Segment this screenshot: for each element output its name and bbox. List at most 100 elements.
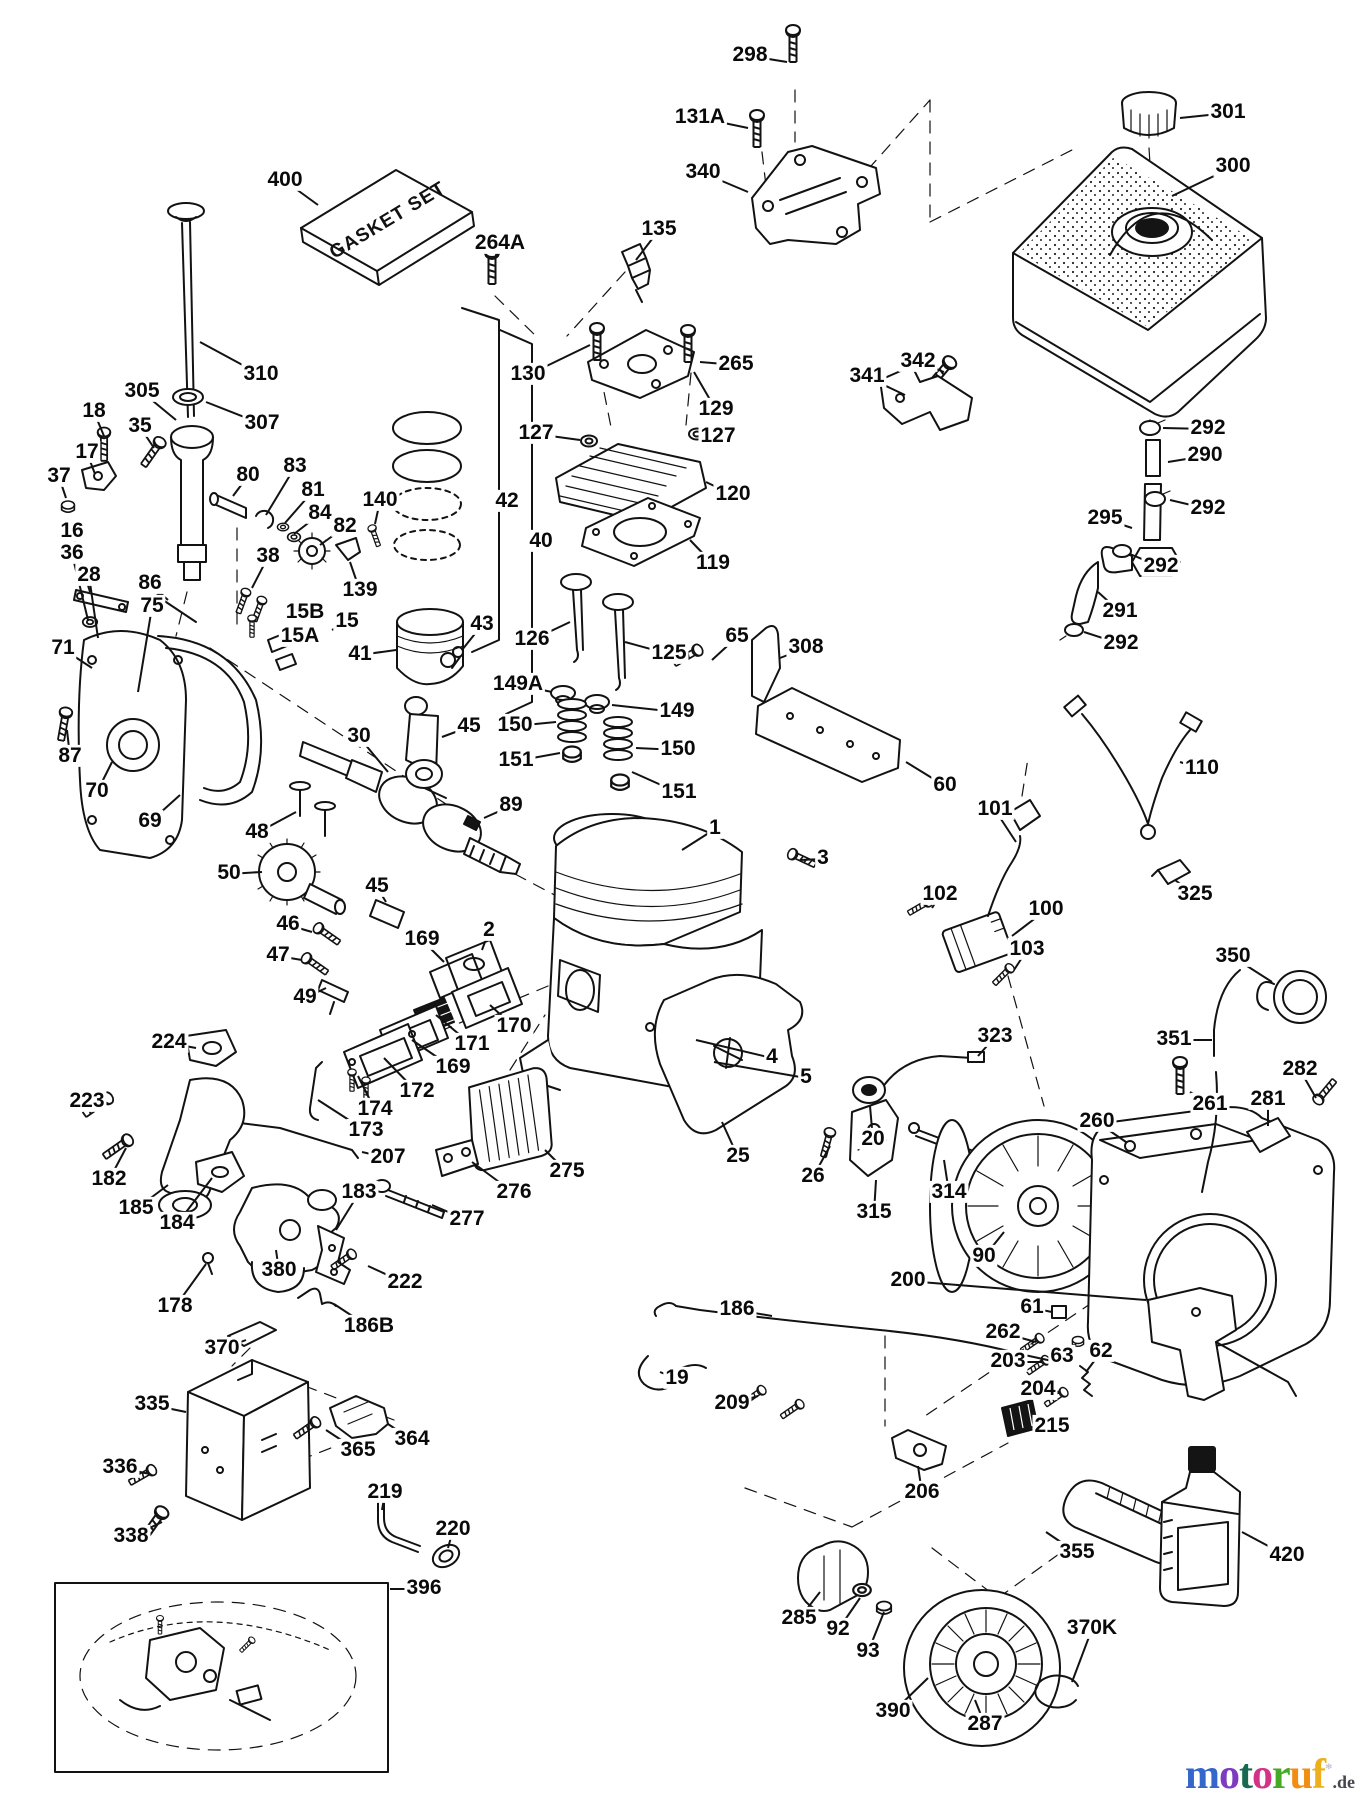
- part-label-178: 178: [155, 1293, 195, 1317]
- part-label-139: 139: [340, 577, 380, 601]
- connecting-rod: [404, 696, 443, 789]
- part-label-48: 48: [243, 819, 271, 843]
- part-label-93: 93: [854, 1638, 882, 1662]
- part-label-364: 364: [392, 1426, 432, 1450]
- part-label-130: 130: [508, 361, 548, 385]
- part-label-277: 277: [447, 1206, 487, 1230]
- retainer-clip-43: [451, 646, 464, 669]
- part-label-340: 340: [683, 159, 723, 183]
- piston-ring-set: [392, 307, 533, 715]
- part-label-220: 220: [433, 1516, 473, 1540]
- part-label-15: 15: [333, 608, 361, 632]
- valve-plate-265: [587, 329, 695, 399]
- part-label-110: 110: [1183, 755, 1221, 779]
- part-label-40: 40: [527, 528, 555, 552]
- site-logo[interactable]: motoruf*.de: [1185, 1754, 1355, 1796]
- governor-rod-207: [231, 1121, 359, 1159]
- part-label-120: 120: [713, 481, 753, 505]
- exhaust-valve-125: [602, 593, 634, 691]
- part-label-129: 129: [696, 396, 736, 420]
- governor-clamp-17: [81, 461, 117, 491]
- part-label-207: 207: [368, 1144, 408, 1168]
- oil-bottle: [1159, 1446, 1241, 1607]
- logo-wordmark: motoruf: [1185, 1752, 1326, 1798]
- part-label-15B: 15B: [283, 599, 327, 623]
- part-label-89: 89: [497, 792, 525, 816]
- valve-spring-150: [557, 698, 587, 743]
- part-label-350: 350: [1213, 943, 1253, 967]
- part-label-45: 45: [363, 873, 391, 897]
- part-label-119: 119: [694, 550, 732, 574]
- part-label-173: 173: [346, 1117, 386, 1141]
- part-label-338: 338: [111, 1523, 151, 1547]
- screen-ring-370K: [1034, 1674, 1079, 1709]
- terminal-325: [1151, 859, 1191, 885]
- part-label-300: 300: [1213, 153, 1253, 177]
- part-label-50: 50: [215, 860, 243, 884]
- part-label-204: 204: [1018, 1376, 1058, 1400]
- part-label-18: 18: [80, 398, 108, 422]
- part-label-224: 224: [149, 1029, 189, 1053]
- part-label-19: 19: [663, 1365, 691, 1389]
- part-label-292: 292: [1188, 495, 1228, 519]
- head-gasket-119: [581, 497, 701, 567]
- part-label-81: 81: [299, 477, 327, 501]
- intake-gasket-224: [185, 1029, 237, 1067]
- part-label-60: 60: [931, 772, 959, 796]
- part-label-215: 215: [1032, 1413, 1072, 1437]
- part-label-183: 183: [339, 1179, 379, 1203]
- part-label-30: 30: [345, 723, 373, 747]
- part-label-100: 100: [1026, 896, 1066, 920]
- part-label-396: 396: [404, 1575, 444, 1599]
- part-label-2: 2: [481, 917, 497, 941]
- inset-box-396: [54, 1582, 389, 1773]
- part-label-101: 101: [975, 796, 1015, 820]
- screw-178: [202, 1252, 214, 1275]
- part-label-206: 206: [902, 1479, 942, 1503]
- gasket-set-box: [300, 169, 475, 286]
- piston: [396, 608, 464, 686]
- part-label-125: 125: [649, 640, 689, 664]
- part-label-380: 380: [259, 1257, 299, 1281]
- part-label-63: 63: [1048, 1343, 1076, 1367]
- oil-dipper-49: [317, 979, 349, 1015]
- part-label-276: 276: [494, 1179, 534, 1203]
- part-label-400: 400: [265, 167, 305, 191]
- part-label-292: 292: [1188, 415, 1228, 439]
- starter-cup-285: [797, 1540, 869, 1612]
- part-label-370K: 370K: [1064, 1615, 1120, 1639]
- governor-gear-82: [293, 532, 331, 570]
- carburetor: [233, 1183, 340, 1293]
- key-89: [463, 815, 481, 831]
- part-label-290: 290: [1185, 442, 1225, 466]
- part-label-36: 36: [58, 540, 86, 564]
- intake-valve-126: [560, 573, 592, 663]
- part-label-131A: 131A: [672, 104, 728, 128]
- part-label-15A: 15A: [278, 623, 322, 647]
- part-label-172: 172: [397, 1078, 437, 1102]
- part-label-47: 47: [264, 942, 292, 966]
- ignition-coil: [941, 757, 1041, 973]
- part-label-135: 135: [639, 216, 679, 240]
- cylinder-head-bracket: [751, 145, 881, 245]
- part-label-42: 42: [493, 488, 521, 512]
- part-label-186B: 186B: [341, 1313, 397, 1337]
- air-box-335: [185, 1359, 311, 1521]
- part-label-315: 315: [854, 1199, 894, 1223]
- part-label-305: 305: [122, 378, 162, 402]
- muffler: [468, 1067, 553, 1172]
- spark-plug: [621, 243, 651, 303]
- engine-block: [519, 813, 791, 1094]
- part-label-169: 169: [402, 926, 442, 950]
- part-label-186: 186: [717, 1296, 757, 1320]
- part-label-281: 281: [1248, 1086, 1288, 1110]
- lifting-bracket-308: [751, 625, 781, 703]
- part-label-41: 41: [346, 641, 374, 665]
- spring-retainer-149: [584, 694, 610, 714]
- part-label-49: 49: [291, 984, 319, 1008]
- logo-suffix: .de: [1332, 1772, 1356, 1792]
- part-label-219: 219: [365, 1479, 405, 1503]
- lever-206: [891, 1429, 947, 1471]
